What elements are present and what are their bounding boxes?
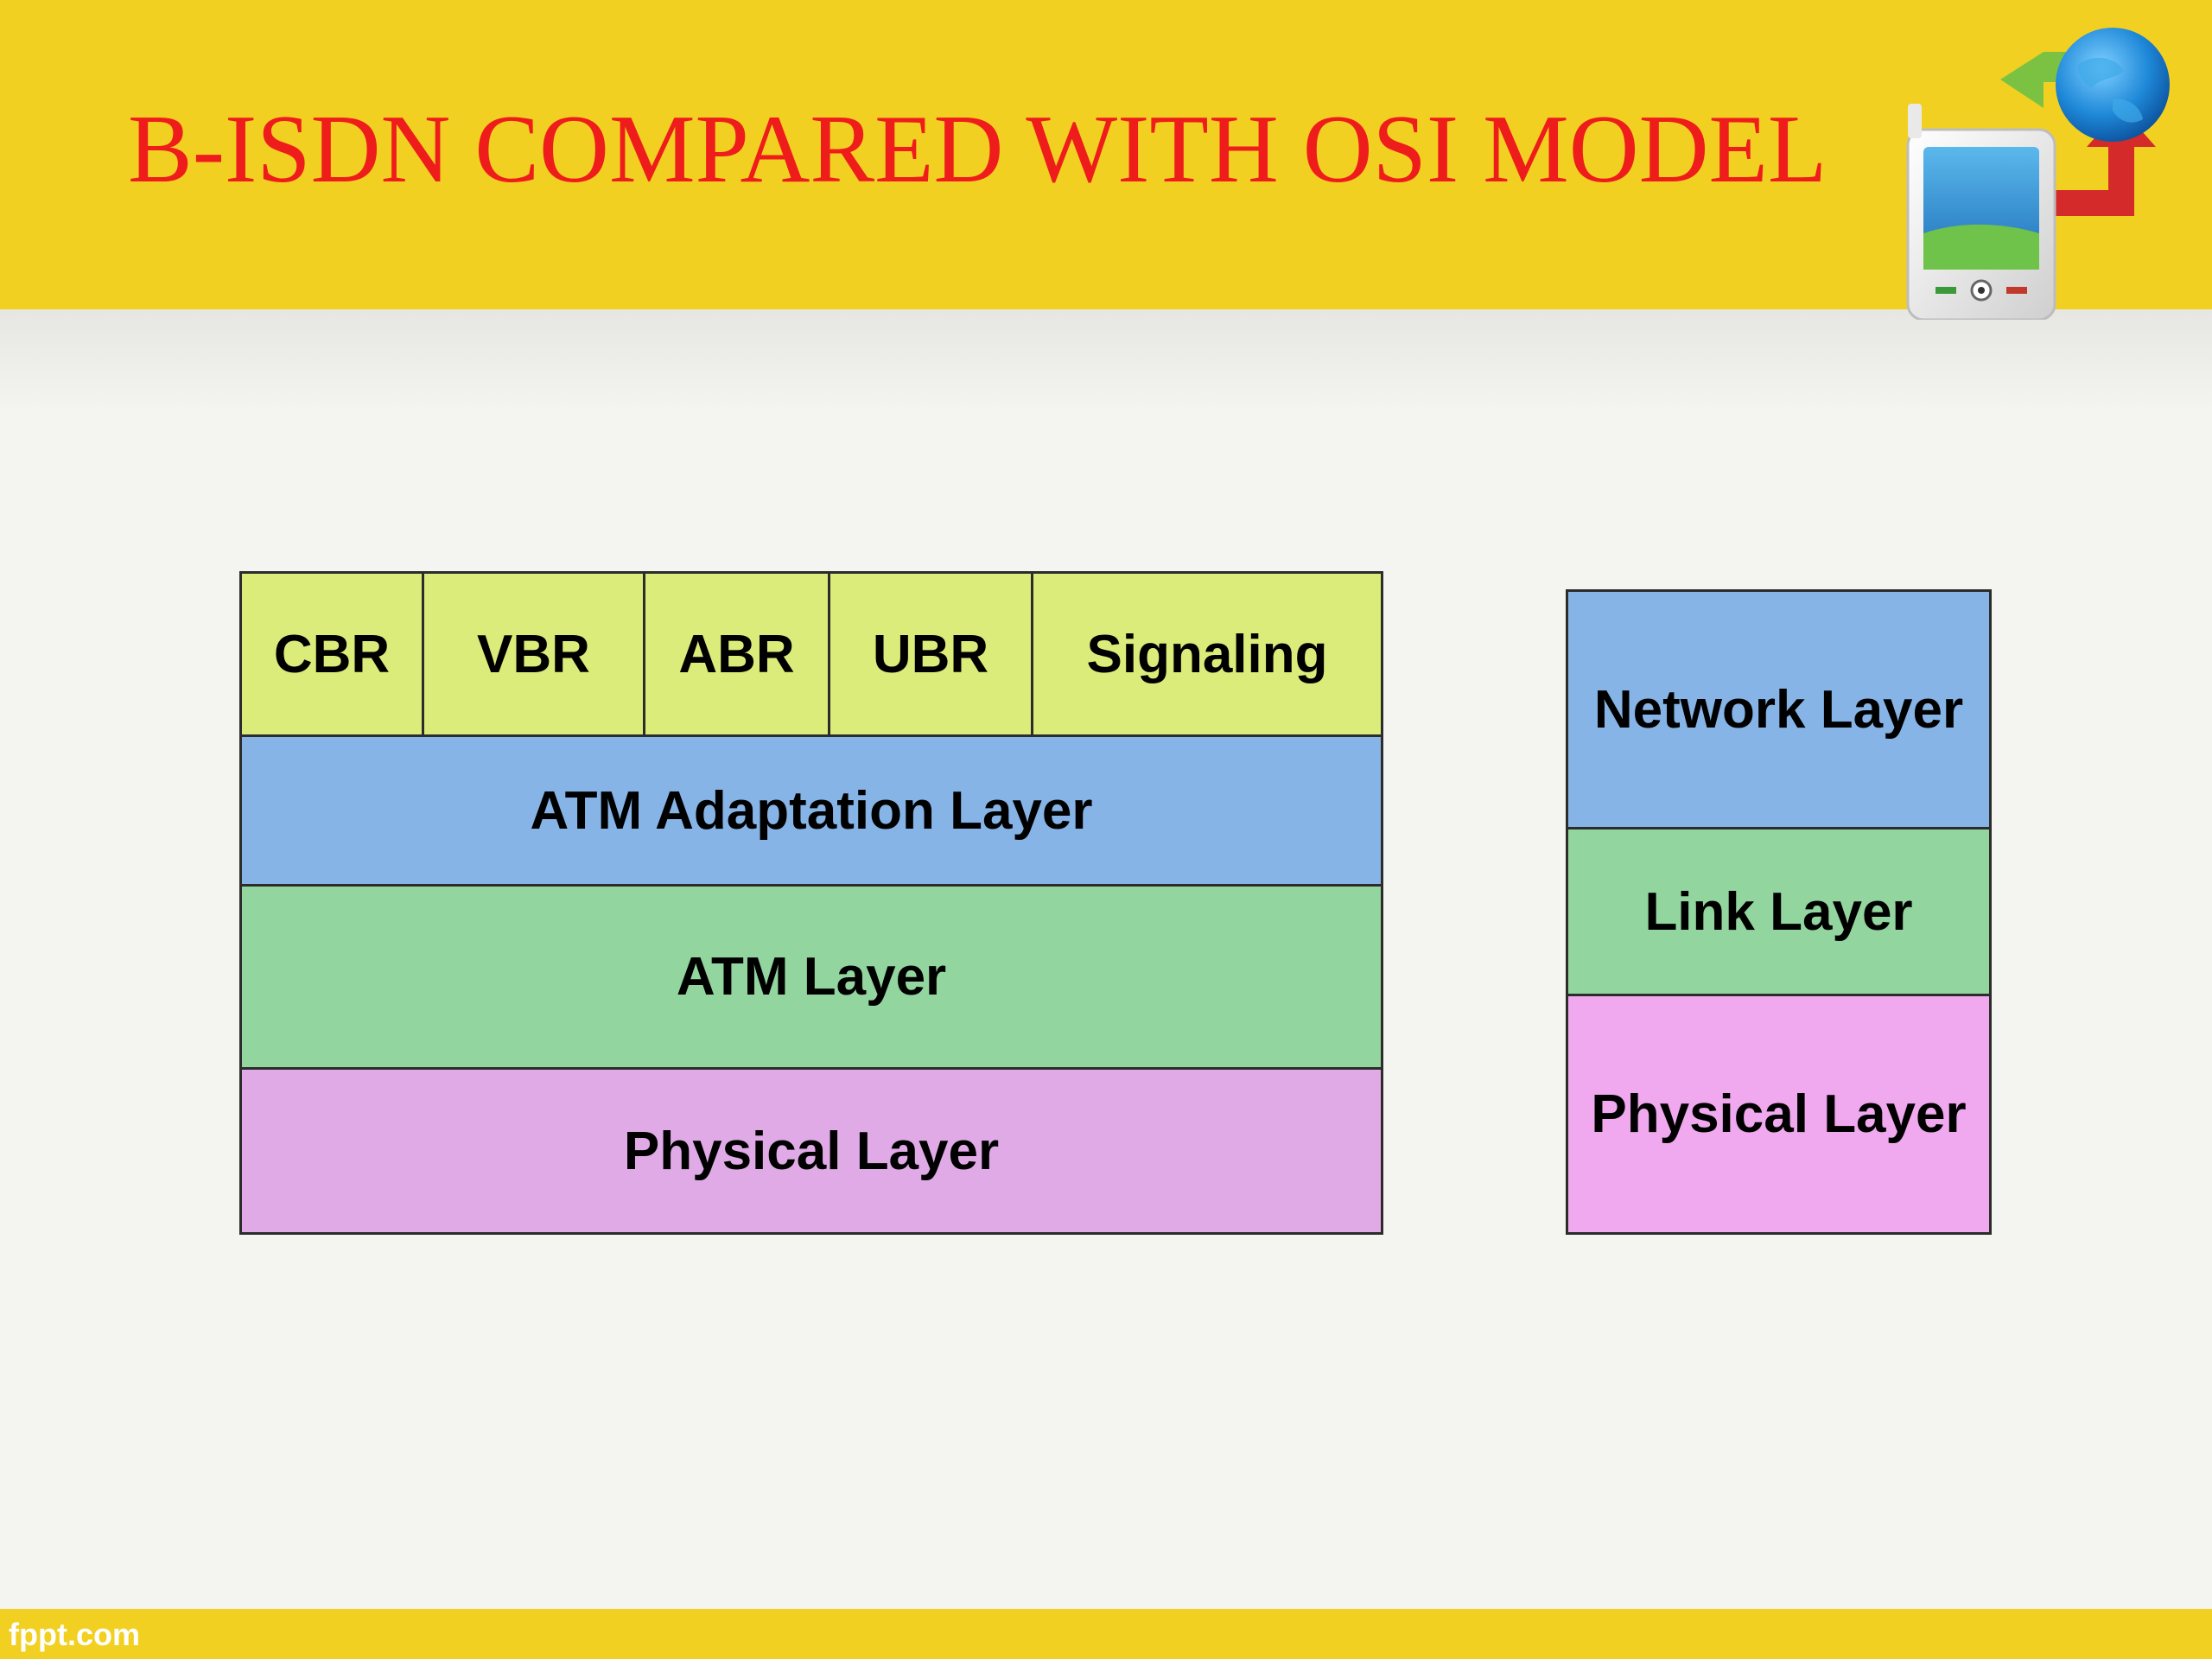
service-label: UBR — [872, 624, 989, 684]
osi-physical-layer: Physical Layer — [1566, 994, 1992, 1235]
header-shadow — [0, 309, 2212, 413]
mobile-globe-exchange-icon — [1906, 28, 2170, 320]
service-cell-signaling: Signaling — [1031, 571, 1383, 737]
service-label: VBR — [477, 624, 590, 684]
header-band — [0, 0, 2212, 309]
layer-label: Physical Layer — [623, 1121, 1000, 1181]
bisdn-physical-layer: Physical Layer — [239, 1067, 1383, 1235]
service-cell-ubr: UBR — [828, 571, 1033, 737]
osi-link-layer: Link Layer — [1566, 827, 1992, 996]
layer-label: Link Layer — [1644, 881, 1913, 942]
layer-label: Physical Layer — [1591, 1084, 1967, 1144]
service-cell-vbr: VBR — [422, 571, 645, 737]
footer-band — [0, 1609, 2212, 1659]
layer-label: Network Layer — [1593, 679, 1964, 740]
slide-title: B-ISDN COMPARED WITH OSI MODEL — [128, 96, 1827, 203]
osi-network-layer: Network Layer — [1566, 589, 1992, 830]
service-cell-cbr: CBR — [239, 571, 424, 737]
atm-layer: ATM Layer — [239, 884, 1383, 1070]
service-label: Signaling — [1086, 624, 1328, 684]
service-label: CBR — [273, 624, 391, 684]
service-label: ABR — [678, 624, 795, 684]
atm-adaptation-layer: ATM Adaptation Layer — [239, 734, 1383, 887]
layer-label: ATM Layer — [676, 947, 947, 1007]
footer-brand: fppt.com — [9, 1617, 140, 1652]
service-cell-abr: ABR — [643, 571, 830, 737]
layer-label: ATM Adaptation Layer — [530, 780, 1093, 841]
